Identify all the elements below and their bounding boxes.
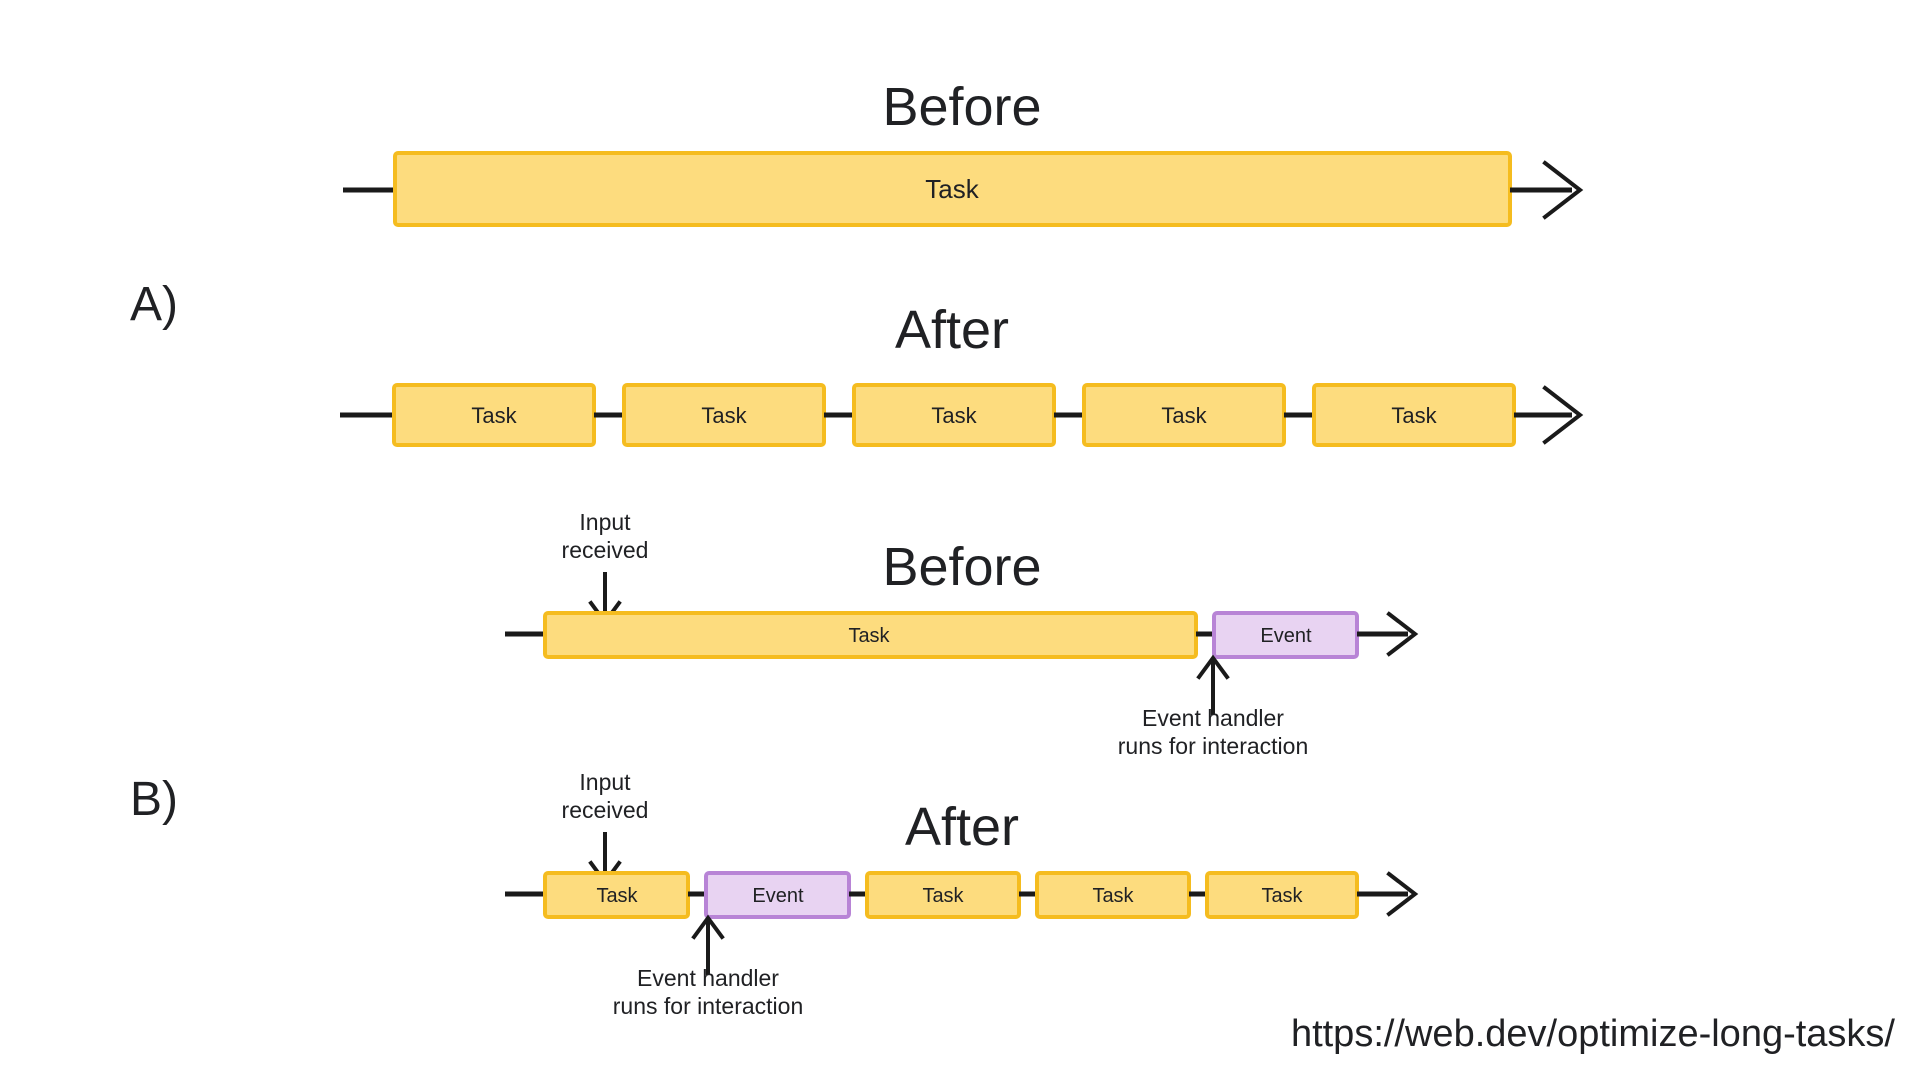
- arrow-head-icon: [1386, 611, 1419, 657]
- event-box-label: Event: [1260, 625, 1312, 647]
- task-box-label: Task: [931, 403, 977, 428]
- task-box-label: Task: [596, 885, 638, 907]
- task-box-label: Task: [701, 403, 747, 428]
- task-box-label: Task: [1391, 403, 1437, 428]
- event-handler-label-line1: Event handler: [637, 965, 779, 991]
- section-b-label: B): [130, 773, 178, 826]
- input-received-label-line1: Input: [579, 509, 631, 535]
- input-received-label-line1: Input: [579, 769, 631, 795]
- arrow-up-icon: [1196, 654, 1230, 680]
- a-after-title: After: [895, 300, 1009, 360]
- arrow-head-icon: [1542, 160, 1584, 220]
- event-handler-label-line1: Event handler: [1142, 705, 1284, 731]
- row-b-before: Before Input received Task Event Event h…: [505, 509, 1419, 759]
- source-url: https://web.dev/optimize-long-tasks/: [1291, 1013, 1895, 1055]
- row-a-after: After Task Task Task Task Task: [340, 300, 1584, 447]
- task-box-label: Task: [925, 174, 979, 204]
- task-box-label: Task: [1092, 885, 1134, 907]
- arrow-head-icon: [1386, 871, 1419, 917]
- task-box-label: Task: [471, 403, 517, 428]
- task-box-label: Task: [848, 625, 890, 647]
- event-handler-label-line2: runs for interaction: [1118, 733, 1308, 759]
- event-box-label: Event: [752, 885, 804, 907]
- arrow-up-icon: [691, 914, 725, 940]
- input-received-label-line2: received: [562, 797, 649, 823]
- row-a-before: Before Task: [343, 77, 1584, 227]
- arrow-head-icon: [1542, 385, 1584, 445]
- row-b-after: After Input received Task Event Task Tas…: [505, 769, 1419, 1019]
- b-after-title: After: [905, 797, 1019, 857]
- event-handler-label-line2: runs for interaction: [613, 993, 803, 1019]
- a-before-title: Before: [882, 77, 1041, 137]
- task-box-label: Task: [1161, 403, 1207, 428]
- task-box-label: Task: [1261, 885, 1303, 907]
- section-a-label: A): [130, 278, 178, 331]
- task-box-label: Task: [922, 885, 964, 907]
- input-received-label-line2: received: [562, 537, 649, 563]
- b-before-title: Before: [882, 537, 1041, 597]
